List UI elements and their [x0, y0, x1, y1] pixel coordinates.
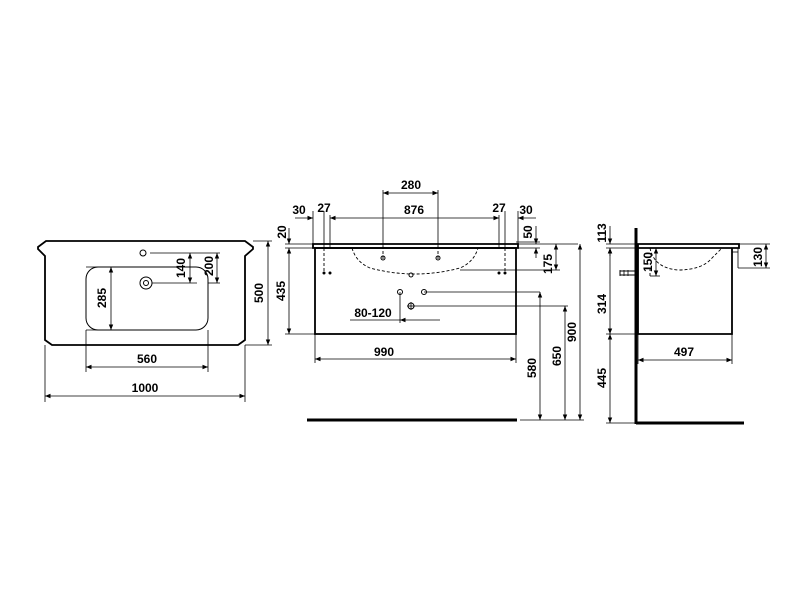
label-200: 200 [202, 256, 216, 276]
side-bowl-hidden-line [649, 247, 723, 271]
label-175: 175 [541, 254, 555, 274]
label-150: 150 [641, 252, 655, 272]
label-285: 285 [95, 288, 109, 308]
front-view: 280 876 30 27 27 30 20 435 990 80-120 50… [274, 178, 584, 422]
side-view: 113 314 445 150 130 497 [595, 223, 770, 425]
label-113: 113 [595, 223, 609, 243]
bowl-hidden-line [351, 247, 479, 275]
side-basin-top [637, 243, 740, 249]
label-20: 20 [275, 225, 289, 239]
label-140: 140 [174, 258, 188, 278]
label-500: 500 [252, 283, 266, 303]
label-27-right: 27 [492, 201, 506, 215]
label-497: 497 [674, 345, 694, 359]
label-280: 280 [401, 178, 421, 192]
label-990: 990 [374, 345, 394, 359]
basin-outline [37, 240, 254, 346]
tap-hole [139, 249, 147, 257]
cabinet-body [314, 247, 517, 335]
label-900: 900 [565, 322, 579, 342]
label-30-right: 30 [519, 203, 533, 217]
label-314: 314 [595, 294, 609, 314]
top-view: 1000 560 285 500 140 200 [37, 240, 272, 402]
label-435: 435 [274, 281, 288, 301]
label-580: 580 [525, 358, 539, 378]
label-445: 445 [595, 368, 609, 388]
label-1000: 1000 [132, 381, 159, 395]
label-876: 876 [404, 203, 424, 217]
label-50: 50 [521, 225, 535, 239]
label-80-120: 80-120 [354, 306, 392, 320]
label-650: 650 [550, 346, 564, 366]
label-560: 560 [137, 352, 157, 366]
label-130: 130 [751, 247, 765, 267]
drain-inner [143, 280, 149, 286]
label-27-left: 27 [317, 201, 331, 215]
side-cabinet [637, 248, 733, 335]
drain-outer [139, 276, 153, 290]
bowl-outline [85, 266, 209, 331]
label-30-left: 30 [292, 203, 306, 217]
